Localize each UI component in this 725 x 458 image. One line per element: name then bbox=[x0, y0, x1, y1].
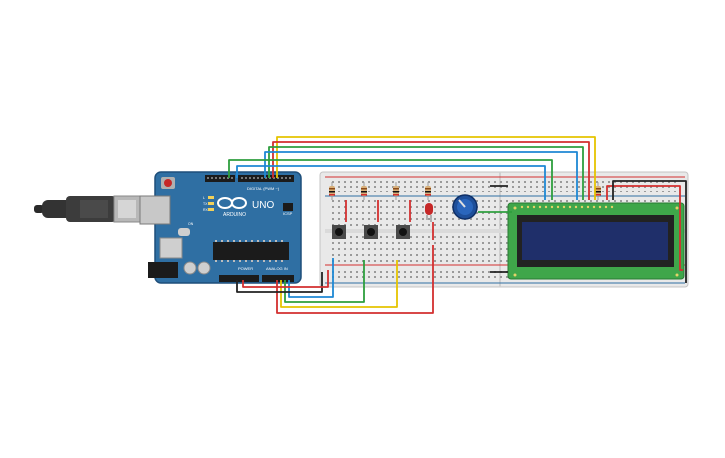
power-pins-label: POWER bbox=[238, 266, 253, 271]
pushbutton-3[interactable] bbox=[396, 225, 410, 239]
wire-green-top-2[interactable] bbox=[228, 159, 553, 200]
analog-pins-label: ANALOG IN bbox=[266, 266, 288, 271]
pushbutton-2[interactable] bbox=[364, 225, 378, 239]
lcd-16x2[interactable] bbox=[507, 202, 685, 280]
icsp-label: ICSP bbox=[283, 211, 293, 216]
wire-blue-bottom[interactable] bbox=[288, 258, 334, 298]
rx-led-label: RX bbox=[203, 208, 209, 212]
wire-green-bottom[interactable] bbox=[284, 260, 365, 303]
wire-black-bottom[interactable] bbox=[236, 272, 323, 293]
resistor-3[interactable] bbox=[393, 182, 399, 200]
wire-yellow-bottom[interactable] bbox=[280, 260, 398, 308]
resistor-5[interactable] bbox=[595, 182, 601, 200]
wires bbox=[228, 136, 687, 314]
arduino-uno-board[interactable]: ARDUINO UNO DIGITAL (PWM ~) POWER ANALOG… bbox=[139, 171, 302, 284]
wire-red-rail-right[interactable] bbox=[606, 185, 683, 271]
resistor-1[interactable] bbox=[329, 182, 335, 200]
pushbutton-1[interactable] bbox=[332, 225, 346, 239]
arduino-logo-icon bbox=[217, 197, 247, 209]
usb-cable[interactable] bbox=[34, 195, 141, 223]
l-led-label: L bbox=[203, 196, 205, 200]
potentiometer[interactable] bbox=[452, 194, 478, 220]
red-led[interactable] bbox=[425, 203, 433, 222]
lcd-screen bbox=[522, 222, 668, 260]
wire-blue-top-2[interactable] bbox=[236, 165, 546, 200]
wire-blue-top[interactable] bbox=[264, 151, 578, 200]
tx-led-label: TX bbox=[203, 202, 208, 206]
arduino-logo-text: ARDUINO bbox=[223, 212, 246, 218]
wire-red-bottom[interactable] bbox=[276, 245, 434, 314]
on-led-label: ON bbox=[188, 222, 194, 226]
wire-yellow-top[interactable] bbox=[276, 136, 596, 200]
resistor-2[interactable] bbox=[361, 182, 367, 200]
wire-red-bottom-2[interactable] bbox=[242, 270, 329, 288]
board-model-label: UNO bbox=[252, 200, 274, 211]
digital-pins-label: DIGITAL (PWM ~) bbox=[247, 186, 280, 191]
wire-green-top[interactable] bbox=[268, 146, 584, 200]
wire-black-rail-right[interactable] bbox=[612, 180, 687, 283]
resistor-4[interactable] bbox=[425, 182, 431, 200]
